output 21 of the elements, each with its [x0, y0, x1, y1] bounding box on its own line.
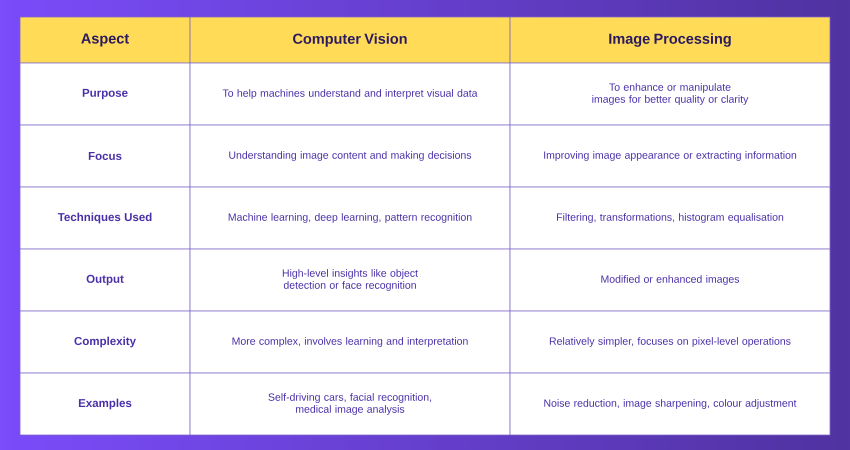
- table-cell: Understanding image content and making decisions: [190, 124, 510, 188]
- row-header-cell: Focus: [20, 124, 190, 188]
- table-cell: Noise reduction, image sharpening, colour adjustment: [510, 372, 830, 436]
- row-header-cell: Output: [20, 248, 190, 312]
- row-header-cell: Techniques Used: [20, 186, 190, 250]
- row-header-cell: Purpose: [20, 62, 190, 126]
- table-cell: Relatively simpler, focuses on pixel-level operations: [510, 310, 830, 374]
- table-cell: Self-driving cars, facial recognition, medical image analysis: [190, 372, 510, 436]
- header-cell: Computer Vision: [190, 16, 510, 64]
- table-cell: Machine learning, deep learning, pattern recognition: [190, 186, 510, 250]
- header-cell: Image Processing: [510, 16, 830, 64]
- table-cell: Improving image appearance or extracting information: [510, 124, 830, 188]
- table-cell: High-level insights like object detection or face recognition: [190, 248, 510, 312]
- header-cell: Aspect: [20, 16, 190, 64]
- row-header-cell: Complexity: [20, 310, 190, 374]
- table-cell: To help machines understand and interpret visual data: [190, 62, 510, 126]
- table-cell: To enhance or manipulate images for better quality or clarity: [510, 62, 830, 126]
- table-cell: Filtering, transformations, histogram equalisation: [510, 186, 830, 250]
- table-cell: More complex, involves learning and interpretation: [190, 310, 510, 374]
- row-header-cell: Examples: [20, 372, 190, 436]
- table-cell: Modified or enhanced images: [510, 248, 830, 312]
